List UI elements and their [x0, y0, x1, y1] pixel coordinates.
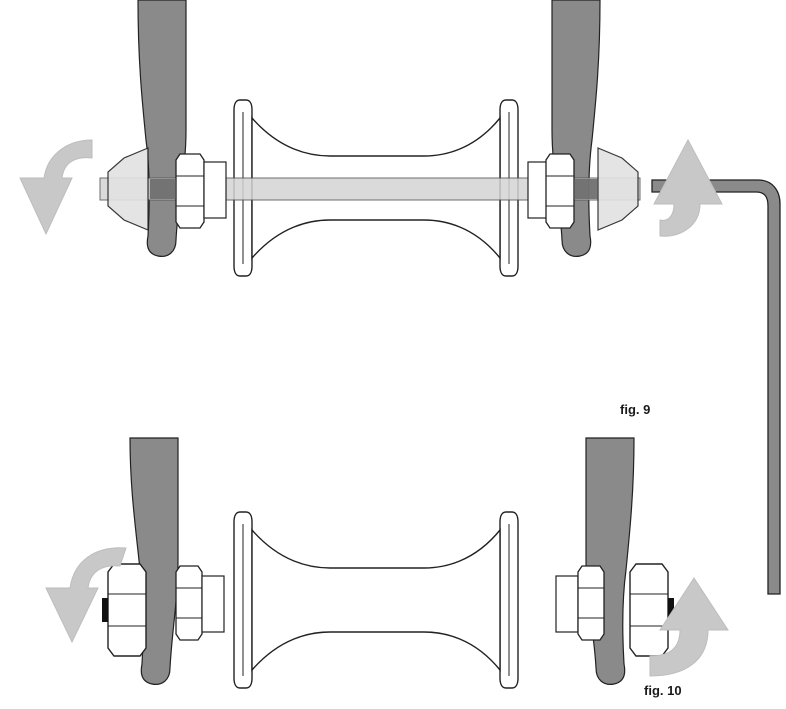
curved-arrow-up-icon: [653, 138, 723, 237]
left-fork-blade-lower: [129, 437, 179, 685]
left-cone-nut: [107, 147, 149, 231]
curved-arrow-down-icon: [19, 139, 93, 236]
front-hub-lower: [233, 511, 519, 689]
left-axle-nut: [102, 563, 147, 657]
right-locknut: [527, 153, 575, 229]
left-inner-locknut: [175, 565, 225, 641]
curved-arrow-down-icon-lower: [45, 547, 127, 644]
fig10-drawing: [45, 437, 729, 689]
fig9-caption: fig. 9: [620, 402, 651, 417]
right-axle-nut: [629, 563, 674, 657]
right-cone-nut: [597, 147, 639, 231]
allen-key-icon: [651, 179, 781, 595]
curved-arrow-up-icon-lower: [649, 577, 729, 677]
right-inner-locknut: [555, 565, 605, 641]
fig9-drawing: [19, 0, 781, 595]
fig10-caption: fig. 10: [644, 683, 682, 698]
right-fork-blade-lower: [585, 437, 635, 685]
left-locknut: [175, 153, 227, 229]
axle: [99, 177, 641, 201]
